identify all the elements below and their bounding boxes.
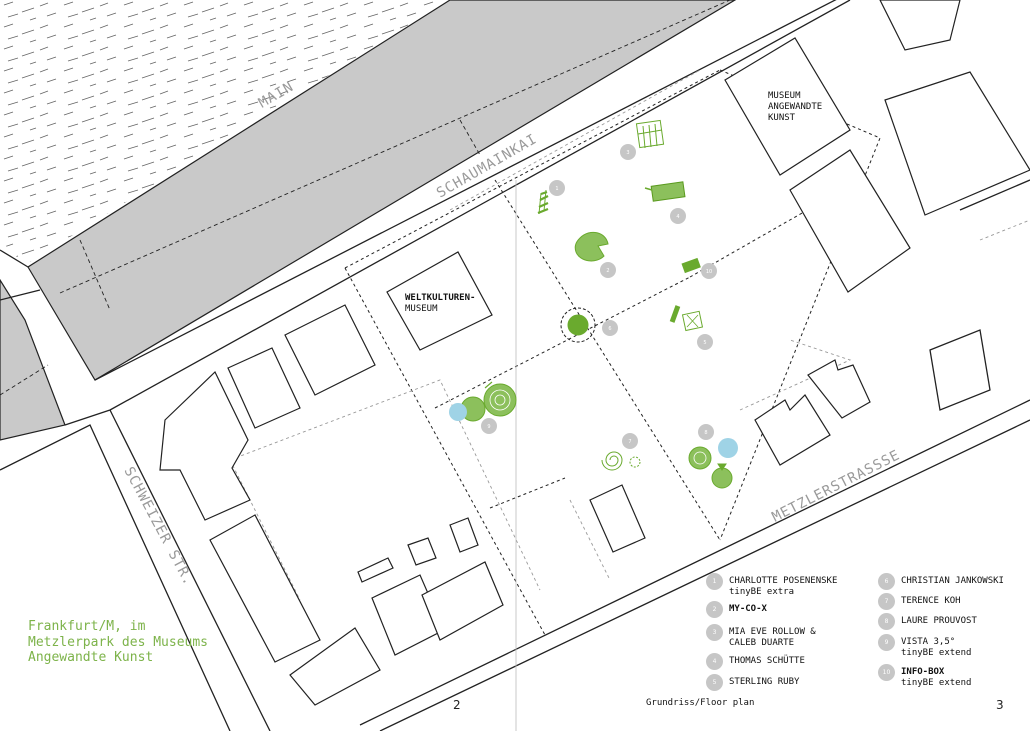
legend-artist: VISTA 3,5°: [901, 637, 956, 647]
map-marker-7: 7: [622, 433, 638, 449]
legend-artist: INFO-BOX: [901, 667, 945, 677]
legend-subtitle: CALEB DUARTE: [729, 637, 795, 648]
map-marker-9: 9: [481, 418, 497, 434]
map-marker-3: 3: [620, 144, 636, 160]
legend-artist: MY-CO-X: [729, 604, 767, 614]
artwork-6-icon: [560, 307, 596, 343]
artwork-7-icon: [601, 451, 641, 471]
location-title: Frankfurt/M, im Metzlerpark des Museums …: [28, 619, 209, 665]
svg-text:5: 5: [703, 340, 706, 346]
artwork-3-icon: [635, 119, 665, 149]
legend-number: 8: [878, 613, 895, 630]
svg-text:7: 7: [628, 439, 631, 445]
legend-number: 2: [706, 601, 723, 618]
river-bank: [0, 0, 737, 441]
artwork-1-icon: [537, 189, 549, 215]
legend-artist: LAURE PROUVOST: [901, 616, 977, 626]
legend-number: 7: [878, 593, 895, 610]
river-main: [0, 0, 450, 265]
legend-number: 4: [706, 653, 723, 670]
label-angewandte-3: KUNST: [768, 113, 796, 123]
street-label-schweizer: SCHWEIZER STR.: [120, 464, 196, 588]
legend-number: 5: [706, 674, 723, 691]
floor-plan-label: Grundriss/Floor plan: [646, 698, 755, 708]
legend-subtitle: tinyBE extend: [901, 647, 972, 658]
page-number-right: 3: [996, 698, 1004, 712]
map-marker-1: 1: [549, 180, 565, 196]
svg-text:2: 2: [606, 268, 609, 274]
label-weltkulturen-1: WELTKULTUREN-: [405, 293, 475, 303]
map-marker-6: 6: [602, 320, 618, 336]
map-markers: 1 2 3 4 5 6 7 8 9 10: [481, 144, 717, 449]
legend-artist: THOMAS SCHÜTTE: [729, 656, 805, 666]
water-features: [449, 403, 738, 458]
legend-number: 6: [878, 573, 895, 590]
artwork-8-icon: [688, 446, 733, 489]
buildings: [159, 0, 1030, 706]
svg-text:10: 10: [706, 269, 712, 275]
svg-text:9: 9: [487, 424, 490, 430]
legend-item: 3 MIA EVE ROLLOW &CALEB DUARTE: [706, 624, 816, 648]
svg-text:4: 4: [676, 214, 679, 220]
legend-item: 5 STERLING RUBY: [706, 674, 800, 691]
legend-item: 2 MY-CO-X: [706, 601, 767, 618]
artwork-10-icon: [681, 257, 701, 274]
map-marker-10: 10: [701, 263, 717, 279]
artworks: [460, 119, 733, 489]
svg-text:8: 8: [704, 430, 707, 436]
artwork-4-icon: [644, 181, 686, 202]
legend-number: 1: [706, 573, 723, 590]
legend-number: 10: [878, 664, 895, 681]
legend-artist: MIA EVE ROLLOW &: [729, 627, 816, 637]
building-weltkulturen: [386, 251, 493, 351]
label-angewandte-2: ANGEWANDTE: [768, 102, 822, 112]
legend-number: 9: [878, 634, 895, 651]
legend-subtitle: tinyBE extra: [729, 586, 795, 597]
legend-item: 7 TERENCE KOH: [878, 593, 961, 610]
legend-item: 4 THOMAS SCHÜTTE: [706, 653, 805, 670]
map-marker-2: 2: [600, 262, 616, 278]
legend-artist: STERLING RUBY: [729, 677, 800, 687]
label-angewandte-1: MUSEUM: [768, 91, 801, 101]
legend-item: 6 CHRISTIAN JANKOWSKI: [878, 573, 1004, 590]
svg-text:6: 6: [608, 326, 611, 332]
svg-text:1: 1: [555, 186, 558, 192]
legend-number: 3: [706, 624, 723, 641]
artwork-9-icon: [460, 381, 517, 422]
map-marker-4: 4: [670, 208, 686, 224]
map-marker-8: 8: [698, 424, 714, 440]
artwork-5-icon: [669, 305, 704, 332]
svg-text:3: 3: [626, 150, 629, 156]
label-weltkulturen-2: MUSEUM: [405, 304, 438, 314]
legend-item: 8 LAURE PROUVOST: [878, 613, 977, 630]
legend-artist: CHARLOTTE POSENENSKE: [729, 576, 838, 586]
legend-subtitle: tinyBE extend: [901, 677, 972, 688]
map-marker-5: 5: [697, 334, 713, 350]
legend-artist: TERENCE KOH: [901, 596, 961, 606]
legend-item: 9 VISTA 3,5°tinyBE extend: [878, 634, 972, 658]
legend-artist: CHRISTIAN JANKOWSKI: [901, 576, 1004, 586]
paths-light: [229, 69, 1030, 601]
artwork-2-icon: [574, 231, 609, 262]
page-number-left: 2: [453, 698, 461, 712]
building-angewandte: [724, 37, 851, 176]
